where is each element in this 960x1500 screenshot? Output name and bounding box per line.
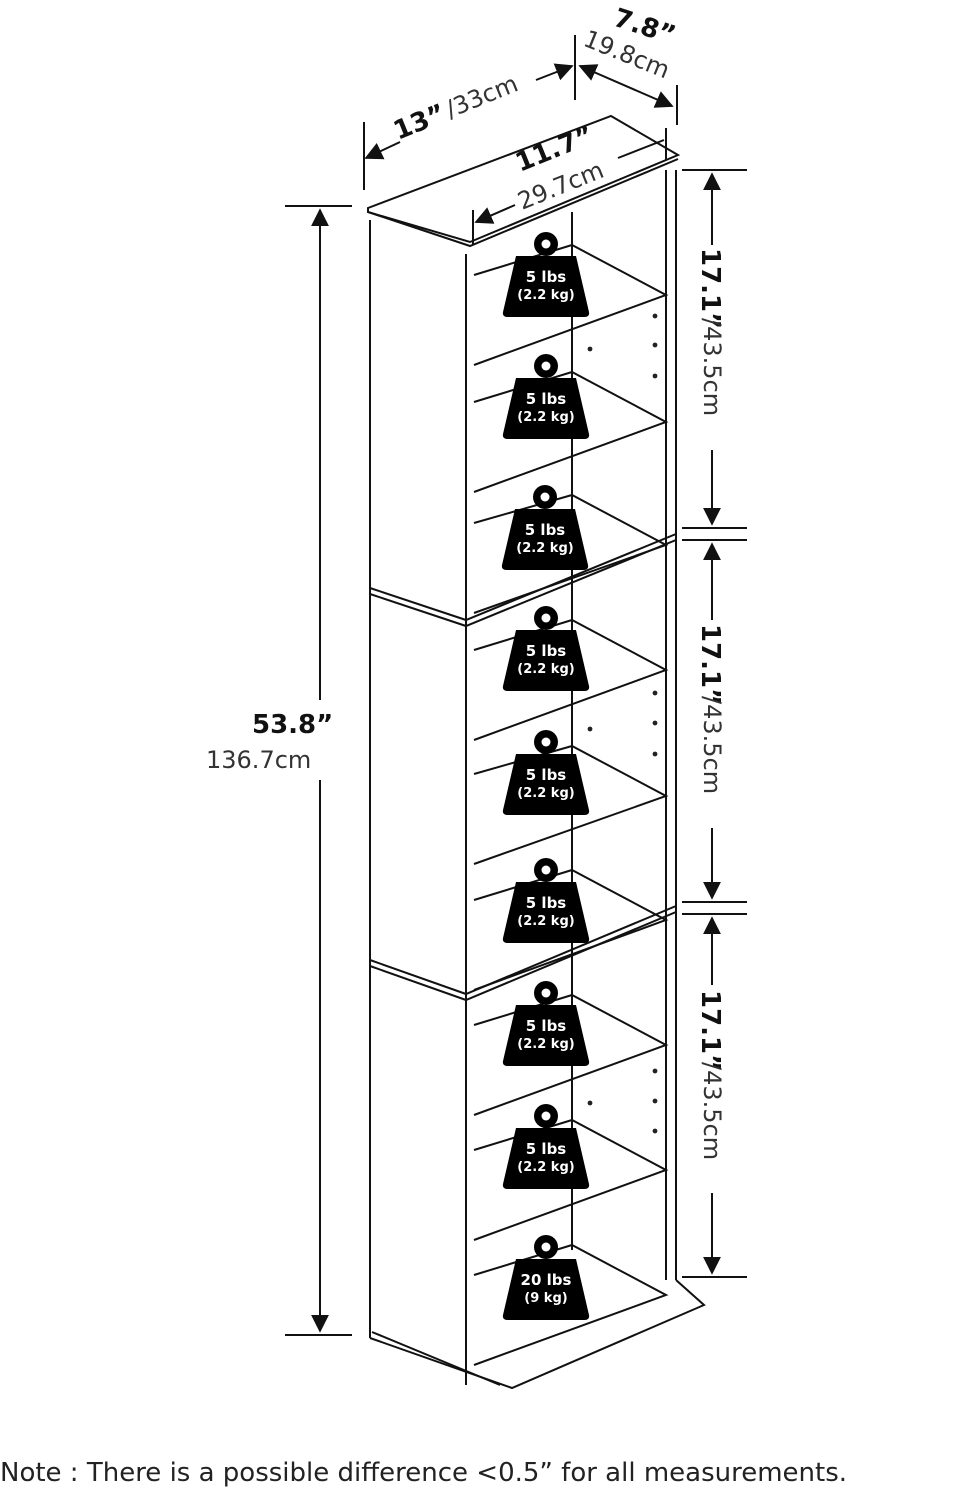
weight-metric-label: (2.2 kg) [516,541,573,556]
section-1-height-cm-label: /43.5cm [698,318,726,416]
measurement-note: Note : There is a possible difference <0… [0,1458,848,1488]
total-height-inch-label: 53.8” [252,710,333,740]
weight-load-label: 20 lbs [521,1271,572,1289]
weight-metric-label: (2.2 kg) [517,662,574,677]
weight-load-label: 5 lbs [526,894,567,912]
section-1-height: 17.1” /43.5cm [695,248,726,416]
weight-icon: 5 lbs (2.2 kg) [502,1104,590,1189]
weight-icon: 5 lbs (2.2 kg) [502,232,590,317]
weight-metric-label: (2.2 kg) [517,786,574,801]
outer-width-cm-label: /33cm [442,69,522,123]
outer-width-inch-label: 13” [389,99,450,147]
weight-load-label: 5 lbs [526,1140,567,1158]
section-3-height-cm-label: /43.5cm [698,1062,726,1160]
weight-icon: 20 lbs (9 kg) [502,1235,590,1320]
peg-holes [587,313,658,1134]
weight-metric-label: (2.2 kg) [517,1160,574,1175]
weight-icon: 5 lbs (2.2 kg) [502,606,590,691]
section-3-height-inch-label: 17.1” [695,990,725,1071]
section-1-height-inch-label: 17.1” [695,248,725,329]
section-3-height: 17.1” /43.5cm [695,990,726,1160]
dimension-lines [285,35,747,1336]
weight-metric-label: (9 kg) [524,1291,567,1306]
section-2-height: 17.1” /43.5cm [695,624,726,794]
weight-metric-label: (2.2 kg) [517,1037,574,1052]
weight-load-label: 5 lbs [526,766,567,784]
weight-icon: 5 lbs (2.2 kg) [502,354,590,439]
weight-metric-label: (2.2 kg) [517,410,574,425]
weight-load-label: 5 lbs [526,268,567,286]
weight-metric-label: (2.2 kg) [517,288,574,303]
weight-icon: 5 lbs (2.2 kg) [502,858,590,943]
weight-load-label: 5 lbs [526,1017,567,1035]
section-2-height-inch-label: 17.1” [695,624,725,705]
weight-icon: 5 lbs (2.2 kg) [502,981,590,1066]
weight-load-label: 5 lbs [525,521,566,539]
total-height-cm-label: 136.7cm [206,746,311,774]
weight-metric-label: (2.2 kg) [517,914,574,929]
weight-icon: 5 lbs (2.2 kg) [502,730,590,815]
weight-load-label: 5 lbs [526,390,567,408]
weight-icon: 5 lbs (2.2 kg) [501,485,589,570]
weight-capacity-icons: 5 lbs(2.2 kg)5 lbs(2.2 kg)5 lbs(2.2 kg)5… [501,232,590,1320]
section-2-height-cm-label: /43.5cm [698,696,726,794]
weight-load-label: 5 lbs [526,642,567,660]
